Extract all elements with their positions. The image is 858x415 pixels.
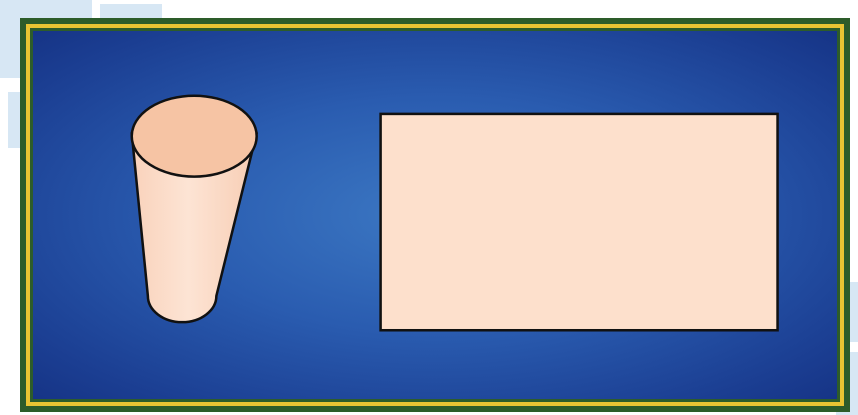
- board-frame-inner: [30, 28, 840, 402]
- rectangle: [381, 114, 778, 330]
- cylinder: [132, 96, 257, 322]
- blackboard: [33, 31, 837, 399]
- board-frame: [20, 18, 850, 412]
- cylinder-top: [132, 96, 257, 177]
- shapes-canvas: [33, 31, 837, 399]
- board-frame-trim: [26, 24, 844, 406]
